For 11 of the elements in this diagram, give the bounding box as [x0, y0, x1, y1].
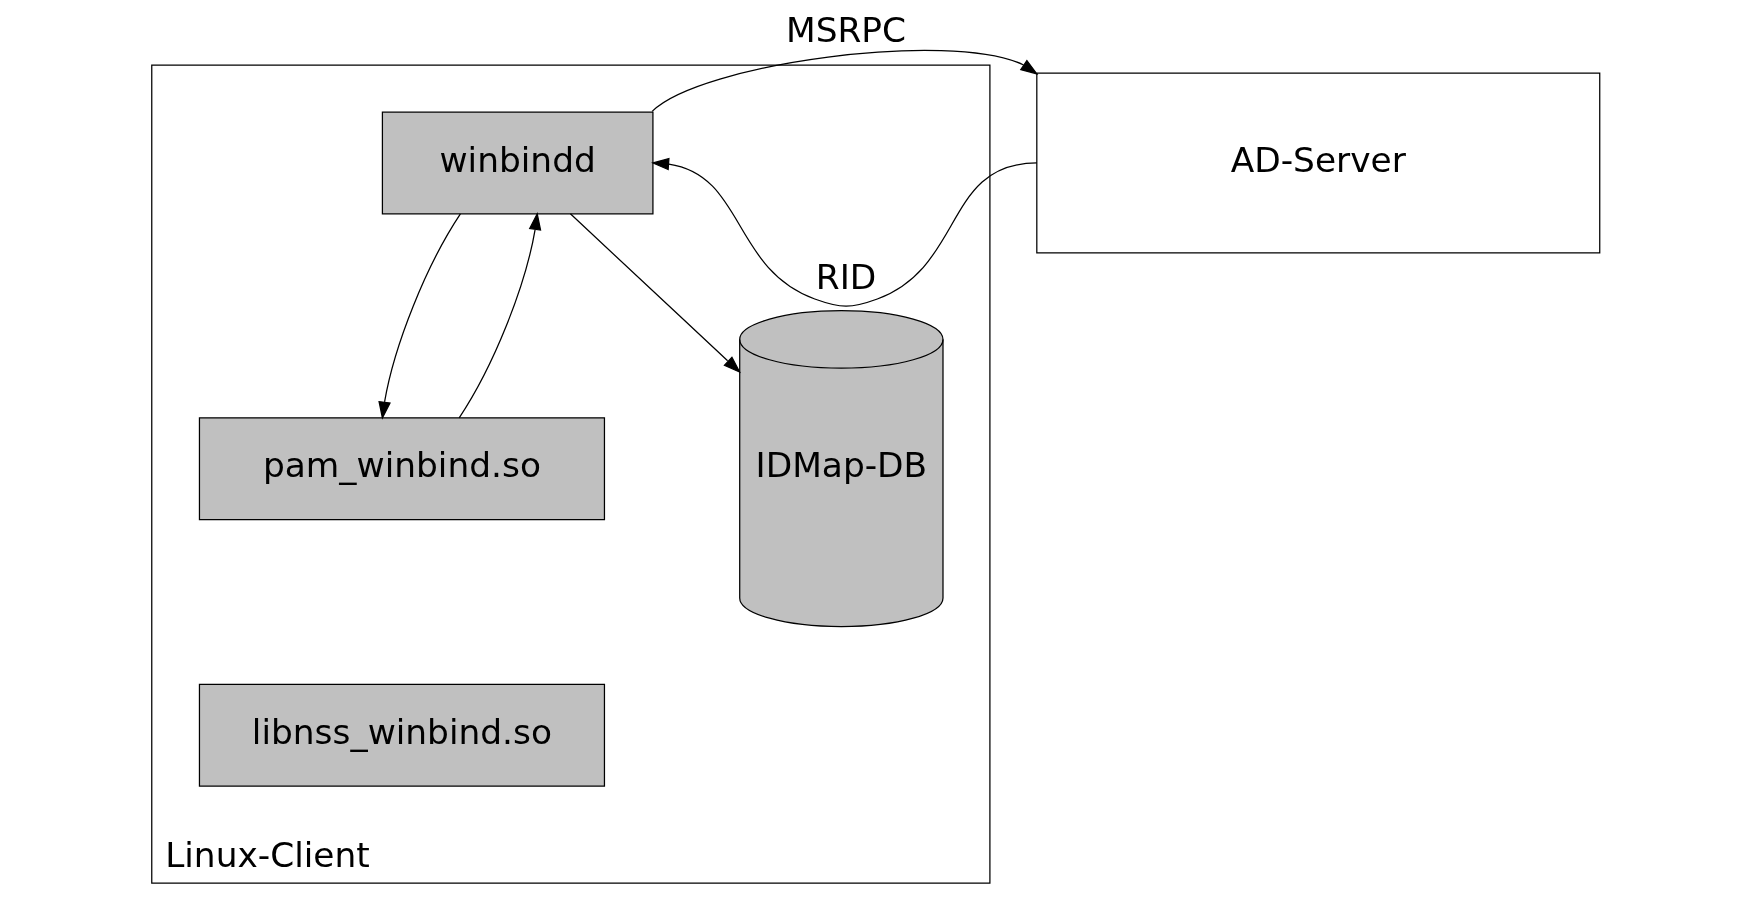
edge-label: RID: [815, 257, 876, 298]
edge-label: MSRPC: [785, 9, 906, 50]
arrow: [458, 211, 541, 419]
node-box: winbindd: [381, 111, 654, 215]
arrow: [377, 213, 461, 420]
node-box: pam_winbind.so: [198, 417, 605, 521]
arrow: [569, 213, 741, 374]
arrow: [650, 157, 1037, 307]
arrow: [651, 50, 1038, 112]
node-box: AD-Server: [1035, 72, 1600, 254]
node-box: libnss_winbind.so: [198, 683, 605, 787]
